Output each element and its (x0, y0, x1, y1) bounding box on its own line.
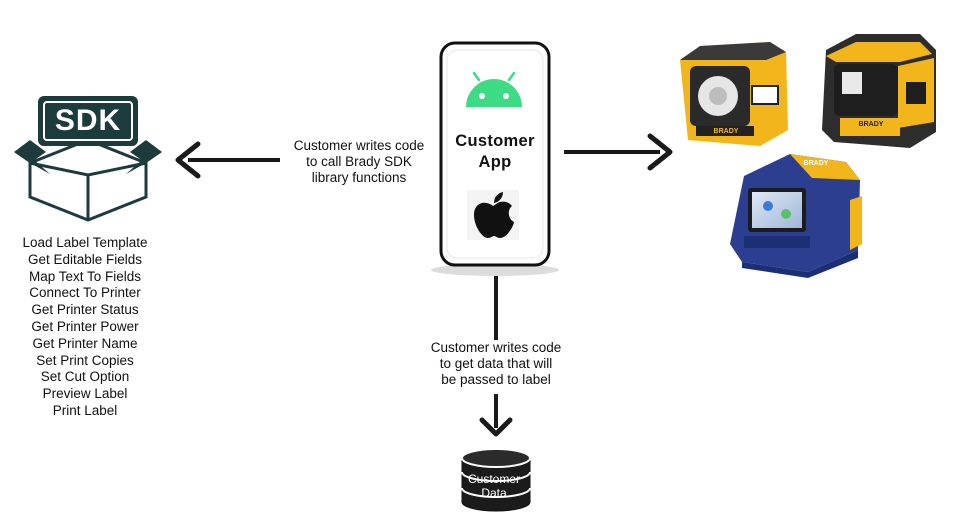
caption-line: to get data that will (439, 356, 553, 371)
printer-brand-label: BRADY (803, 160, 829, 167)
database-label-line: Data (481, 486, 507, 500)
android-icon (466, 71, 522, 107)
left-arrow-caption: Customer writes code to call Brady SDK l… (284, 138, 434, 186)
sdk-label: SDK (54, 104, 122, 137)
phone-title-line: Customer (455, 132, 535, 150)
database-icon (461, 448, 531, 512)
sdk-function-item: Preview Label (42, 386, 128, 402)
sdk-box-icon (14, 96, 162, 222)
caption-line: to call Brady SDK (306, 154, 412, 169)
sdk-function-item: Get Printer Name (32, 335, 138, 351)
database-label-line: Customer (467, 472, 520, 486)
down-arrow (479, 394, 513, 437)
sdk-function-item: Get Printer Status (31, 302, 139, 318)
sdk-function-item: Set Print Copies (36, 352, 134, 368)
phone-app-title: Customer App (447, 131, 543, 173)
sdk-function-item: Print Label (52, 402, 118, 418)
sdk-function-item: Connect To Printer (29, 285, 141, 301)
printer-m211 (680, 42, 788, 146)
caption-line: library functions (311, 170, 407, 185)
printer-brand-label: BRADY (713, 128, 739, 135)
sdk-function-item: Get Printer Power (31, 318, 139, 334)
sdk-function-item: Load Label Template (22, 235, 148, 250)
left-arrow (175, 141, 280, 179)
caption-line: Customer writes code (293, 138, 425, 153)
sdk-function-item: Map Text To Fields (28, 268, 142, 284)
caption-line: be passed to label (441, 372, 551, 387)
caption-line: Customer writes code (430, 340, 562, 355)
printer-m511 (822, 34, 936, 148)
apple-icon (467, 190, 519, 240)
printer-brand-label: BRADY (858, 121, 884, 128)
printer-m611 (730, 154, 862, 278)
right-arrow (564, 133, 673, 171)
sdk-function-item: Get Editable Fields (27, 251, 143, 267)
phone-title-line: App (478, 153, 512, 171)
down-arrow-caption: Customer writes code to get data that wi… (414, 340, 578, 388)
database-label: Customer Data (458, 472, 530, 500)
sdk-function-item: Set Cut Option (40, 369, 130, 385)
